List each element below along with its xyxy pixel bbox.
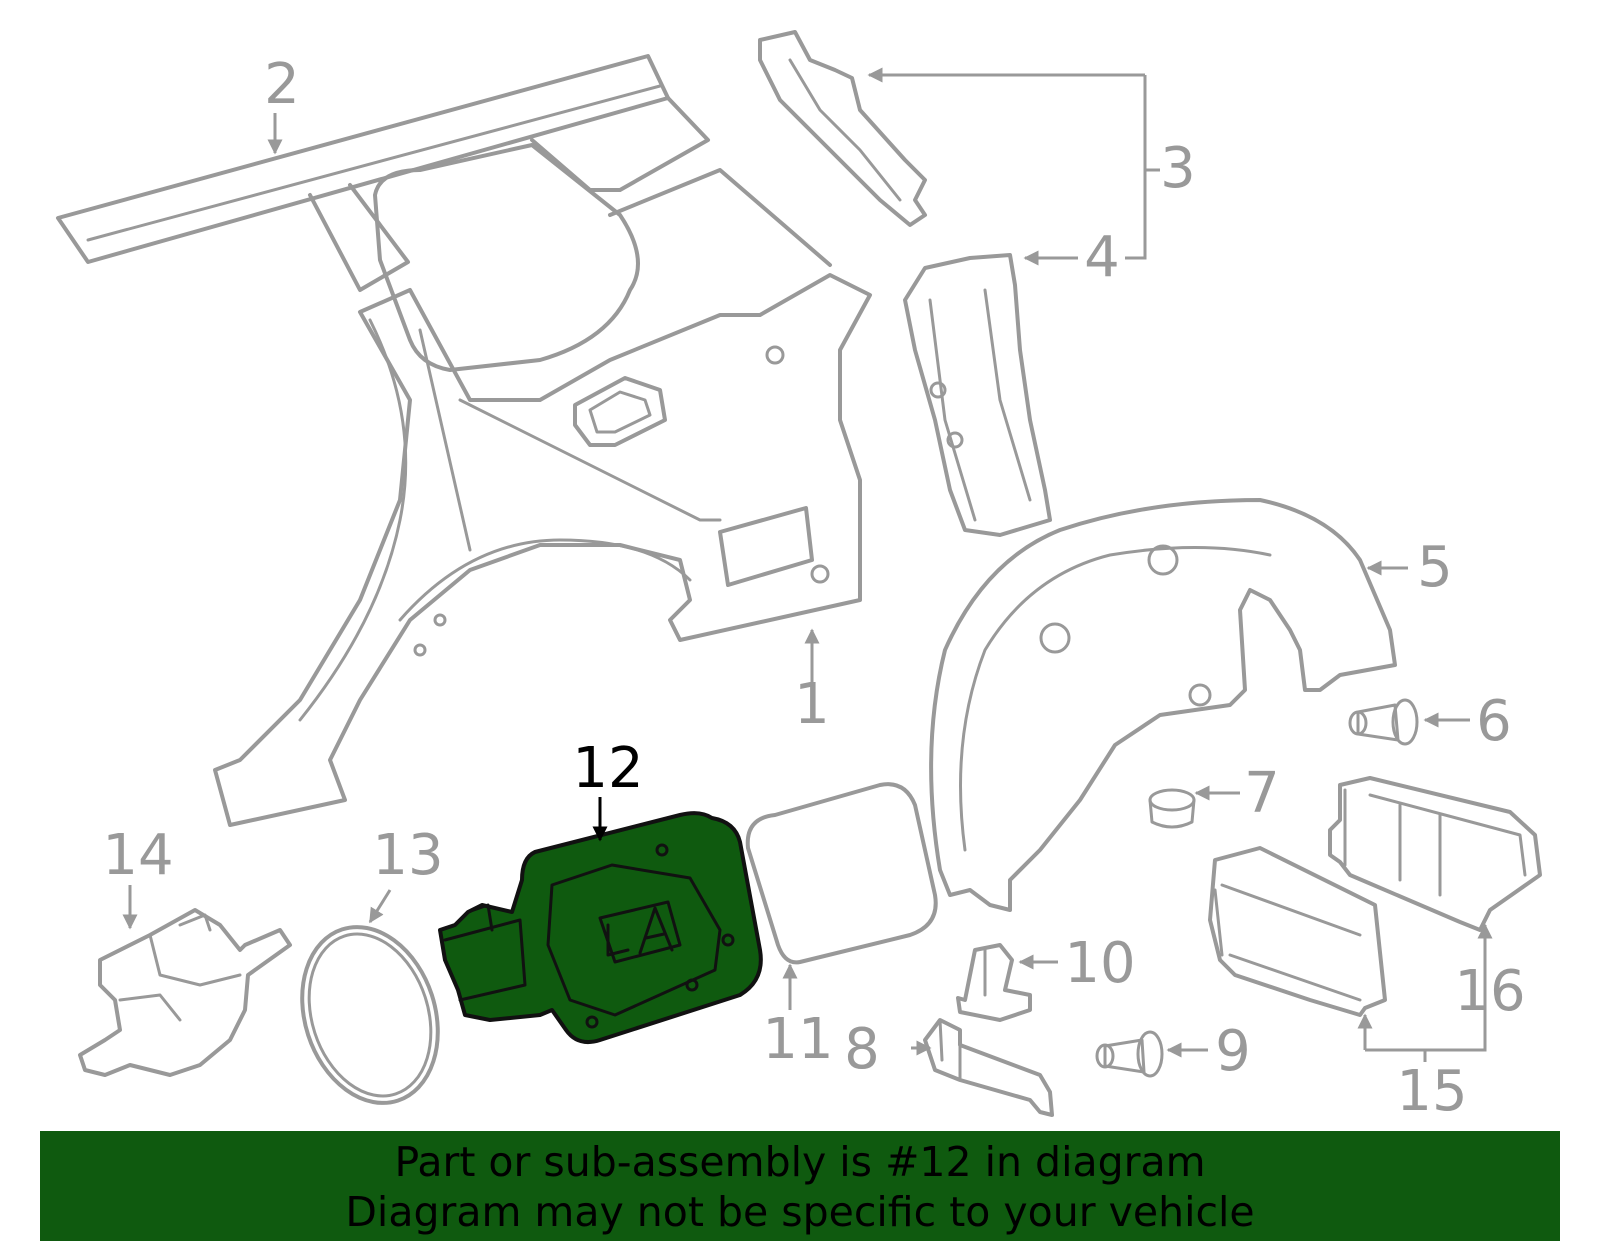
part-16-housing[interactable]	[1328, 776, 1542, 932]
part-6-clip[interactable]	[1348, 698, 1419, 746]
callout-8: 8	[844, 1017, 880, 1082]
part-9-clip[interactable]	[1095, 1030, 1164, 1078]
callout-15: 15	[1396, 1059, 1467, 1124]
callout-13: 13	[372, 823, 443, 888]
part-2-roof-rail[interactable]	[56, 54, 710, 292]
part-15-housing[interactable]	[1208, 846, 1387, 1017]
part-13-seal-ring[interactable]	[280, 909, 459, 1120]
part-10-clip[interactable]	[956, 943, 1032, 1022]
part-3-reinforcement[interactable]	[758, 30, 927, 227]
callout-14: 14	[102, 823, 173, 888]
part-1-quarter-panel[interactable]	[213, 143, 872, 827]
callout-9: 9	[1215, 1019, 1251, 1084]
callout-12: 12	[572, 736, 643, 801]
callout-1: 1	[794, 672, 830, 737]
callout-16: 16	[1454, 959, 1525, 1024]
part-11-fuel-door[interactable]	[745, 782, 938, 965]
part-7-nut[interactable]	[1148, 788, 1196, 829]
callout-5: 5	[1417, 535, 1453, 600]
callout-7: 7	[1244, 761, 1280, 826]
callout-11: 11	[762, 1007, 833, 1072]
part-14-actuator[interactable]	[78, 908, 292, 1077]
part-8-bracket[interactable]	[923, 1018, 1054, 1117]
leader-lines	[122, 67, 1493, 1062]
callout-4: 4	[1084, 225, 1120, 290]
banner-line-1: Part or sub-assembly is #12 in diagram	[394, 1138, 1206, 1186]
callout-3: 3	[1160, 136, 1196, 201]
part-4-reinforcement[interactable]	[903, 253, 1052, 537]
info-banner: Part or sub-assembly is #12 in diagram D…	[40, 1131, 1560, 1241]
callout-6: 6	[1476, 689, 1512, 754]
callout-10: 10	[1064, 931, 1135, 996]
callout-2: 2	[264, 52, 300, 117]
part-5-wheelhouse-liner[interactable]	[929, 498, 1397, 912]
part-12-fuel-filler-housing[interactable]	[438, 811, 763, 1044]
callout-labels: 2 3 4 5 1 6 7 12 14 13 10 16 11 8 9 15	[102, 52, 1525, 1124]
banner-line-2: Diagram may not be specific to your vehi…	[345, 1188, 1255, 1236]
